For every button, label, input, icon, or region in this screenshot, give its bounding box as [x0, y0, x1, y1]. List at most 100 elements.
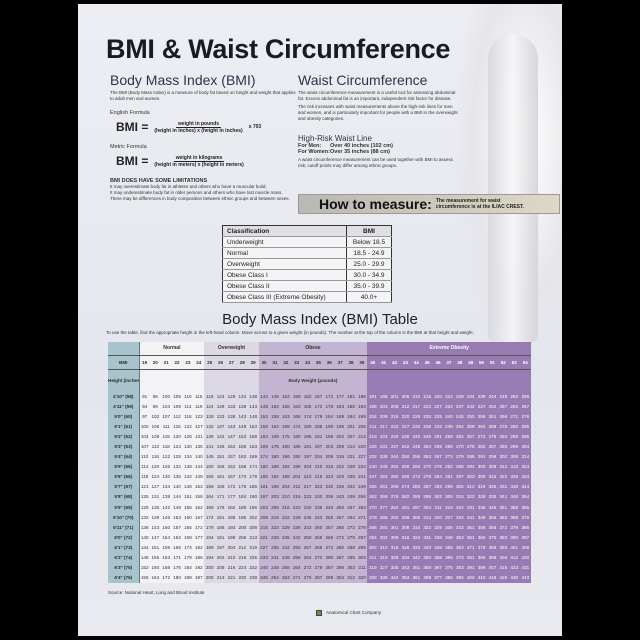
weight-cell: 329 [432, 522, 444, 533]
denominator: (height in inches) x (height in inches) [154, 127, 243, 134]
height-cell: 5'5" (65) [108, 461, 140, 472]
weight-cell: 246 [421, 431, 433, 442]
weight-cell: 242 [400, 441, 411, 452]
weight-cell: 389 [476, 552, 487, 563]
weight-cell: 131 [149, 491, 161, 503]
weight-cell: 418 [487, 572, 498, 583]
weight-cell: 190 [323, 421, 335, 432]
weight-cell: 228 [345, 461, 357, 472]
weight-cell: 369 [421, 572, 433, 583]
weight-cell: 371 [465, 542, 477, 553]
weight-cell: 192 [269, 471, 281, 482]
height-cell: 5'6" (66) [108, 471, 140, 482]
bmi-heading: Body Mass Index (BMI) [110, 72, 256, 88]
bmi-value: 40 [367, 355, 379, 370]
weight-cell: 153 [171, 512, 183, 523]
weight-cell: 174 [182, 542, 194, 553]
weight-cell: 386 [487, 542, 498, 553]
weight-cell: 192 [291, 451, 303, 462]
weight-cell: 280 [334, 542, 346, 553]
weight-cell: 334 [519, 471, 531, 482]
weight-cell: 141 [204, 441, 216, 452]
header-cell: BMI [346, 225, 392, 237]
weight-cell: 237 [389, 441, 400, 452]
weight-cell: 270 [421, 461, 433, 472]
weight-cell: 256 [410, 451, 422, 462]
weight-cell: 375 [443, 562, 455, 573]
weight-cell: 130 [182, 441, 194, 452]
weight-cell: 139 [149, 512, 161, 523]
weight-cell: 185 [313, 421, 324, 432]
weight-cell: 147 [149, 532, 161, 543]
weight-cell: 204 [302, 461, 313, 472]
weight-cell: 181 [215, 512, 226, 523]
numerator: weight in kilograms [173, 154, 225, 162]
weight-cell: 180 [302, 421, 313, 432]
weight-cell: 191 [215, 532, 226, 543]
weight-cell: 166 [215, 481, 226, 492]
weight-cell: 216 [269, 512, 281, 523]
weight-cell: 184 [236, 491, 248, 503]
weight-cell: 127 [193, 421, 205, 432]
weight-cell: 186 [215, 522, 226, 533]
weight-cell: 138 [247, 391, 259, 402]
weight-cell: 385 [443, 572, 455, 583]
weight-cell: 354 [519, 491, 531, 503]
weight-cell: 223 [302, 491, 313, 503]
weight-cell: 166 [171, 542, 183, 553]
weight-cell: 155 [182, 502, 194, 513]
weight-cell: 264 [302, 552, 313, 563]
torso-illustration [458, 4, 562, 344]
weight-cell: 304 [421, 502, 433, 513]
weight-cell: 207 [345, 431, 357, 442]
publisher: Anatomical Chart Company [316, 610, 381, 616]
weight-cell: 158 [247, 431, 259, 442]
height-cell: 5'8" (68) [108, 491, 140, 503]
weight-cell: 144 [139, 542, 150, 553]
weight-cell: 172 [160, 572, 172, 583]
weight-cell: 210 [226, 552, 237, 563]
weight-cell: 266 [400, 471, 411, 482]
weight-cell: 140 [139, 532, 150, 543]
weight-cell: 179 [204, 522, 216, 533]
weight-cell: 287 [487, 441, 498, 452]
weight-cell: 209 [258, 512, 270, 523]
weight-cell: 402 [465, 572, 477, 583]
weight-cell: 235 [400, 431, 411, 442]
waist-section: Waist Circumference The waist circumfere… [298, 72, 460, 169]
weight-cell: 408 [519, 542, 531, 553]
weight-cell: 295 [323, 572, 335, 583]
bmi-value: 20 [149, 355, 161, 370]
weight-cell: 216 [313, 471, 324, 482]
body-weight-row: Height (inches)Body Weight (pounds) [108, 369, 531, 391]
weight-cell: 322 [465, 491, 477, 503]
weight-cell: 252 [487, 401, 498, 412]
weight-cell: 297 [454, 471, 466, 482]
risk-heading: High-Risk Waist Line [298, 134, 372, 143]
weight-cell: 351 [497, 502, 509, 513]
weight-cell: 304 [334, 572, 346, 583]
weight-cell: 272 [345, 522, 357, 533]
publisher-name: Anatomical Chart Company [326, 610, 382, 615]
bmi-value: 38 [345, 355, 357, 370]
weight-cell: 224 [236, 562, 248, 573]
weight-cell: 208 [215, 562, 226, 573]
weight-cell: 184 [182, 562, 194, 573]
weight-cell: 169 [247, 451, 259, 462]
weight-cell: 118 [139, 471, 150, 482]
weight-cell: 291 [443, 471, 455, 482]
weight-cell: 404 [497, 552, 509, 563]
weight-cell: 338 [508, 481, 520, 492]
how-to-label: How to measure: [319, 196, 432, 212]
weight-cell: 196 [378, 391, 390, 402]
weight-cell: 191 [302, 441, 313, 452]
weight-cell: 289 [508, 431, 520, 442]
bmi-value: 47 [443, 355, 455, 370]
weight-cell: 234 [356, 461, 368, 472]
header-cell: Classification [222, 225, 347, 237]
weight-cell: 262 [508, 401, 520, 412]
weight-cell: 244 [389, 451, 400, 462]
